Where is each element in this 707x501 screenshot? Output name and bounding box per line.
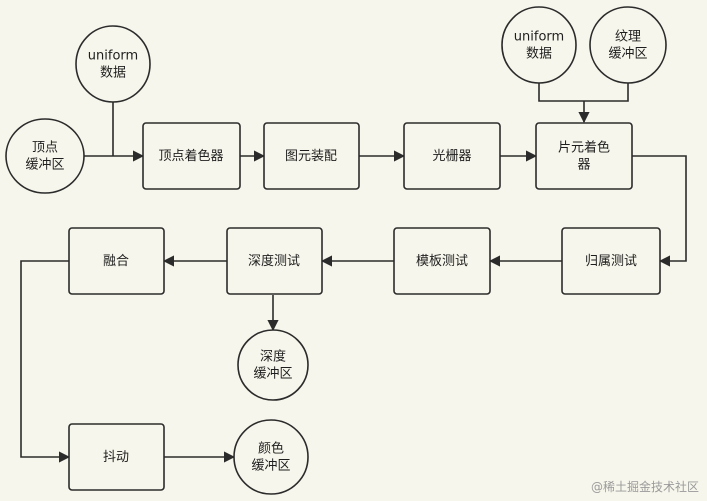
node-stencil-test: 模板测试 xyxy=(393,227,491,295)
node-dithering: 抖动 xyxy=(68,423,165,491)
node-label: 光栅器 xyxy=(432,149,471,164)
arrow-blending-to-dithering xyxy=(20,260,71,463)
node-color-buffer: 颜色缓冲区 xyxy=(233,419,309,495)
node-depth-test: 深度测试 xyxy=(226,227,323,295)
node-label: 模板测试 xyxy=(416,254,468,269)
node-label: 融合 xyxy=(103,254,129,269)
watermark: @稀土掘金技术社区 xyxy=(590,480,699,494)
node-blending: 融合 xyxy=(68,227,165,295)
node-label: 深度测试 xyxy=(248,253,300,269)
node-vertex-shader: 顶点着色器 xyxy=(142,122,241,190)
node-label: 图元装配 xyxy=(285,149,337,164)
node-rasterizer: 光栅器 xyxy=(403,122,501,190)
node-label: 抖动 xyxy=(103,450,129,465)
node-label: 顶点缓冲区 xyxy=(25,140,64,172)
node-texture-buffer: 纹理缓冲区 xyxy=(589,6,667,84)
node-label: 纹理缓冲区 xyxy=(608,29,647,61)
node-primitive-assembly: 图元装配 xyxy=(263,122,360,190)
node-fragment-shader: 片元着色器 xyxy=(535,122,633,190)
node-label: 顶点着色器 xyxy=(158,148,223,164)
node-label: 片元着色器 xyxy=(558,139,610,172)
connectors xyxy=(20,76,687,463)
node-depth-buffer: 深度缓冲区 xyxy=(237,329,309,401)
node-label: 深度缓冲区 xyxy=(253,348,292,381)
arrow-fragment-shader-to-ownership-test xyxy=(632,155,687,267)
node-label: 归属测试 xyxy=(585,254,637,269)
node-vertex-buffer: 顶点缓冲区 xyxy=(5,118,85,194)
node-ownership-test: 归属测试 xyxy=(561,227,661,295)
node-label: 颜色缓冲区 xyxy=(251,440,290,473)
